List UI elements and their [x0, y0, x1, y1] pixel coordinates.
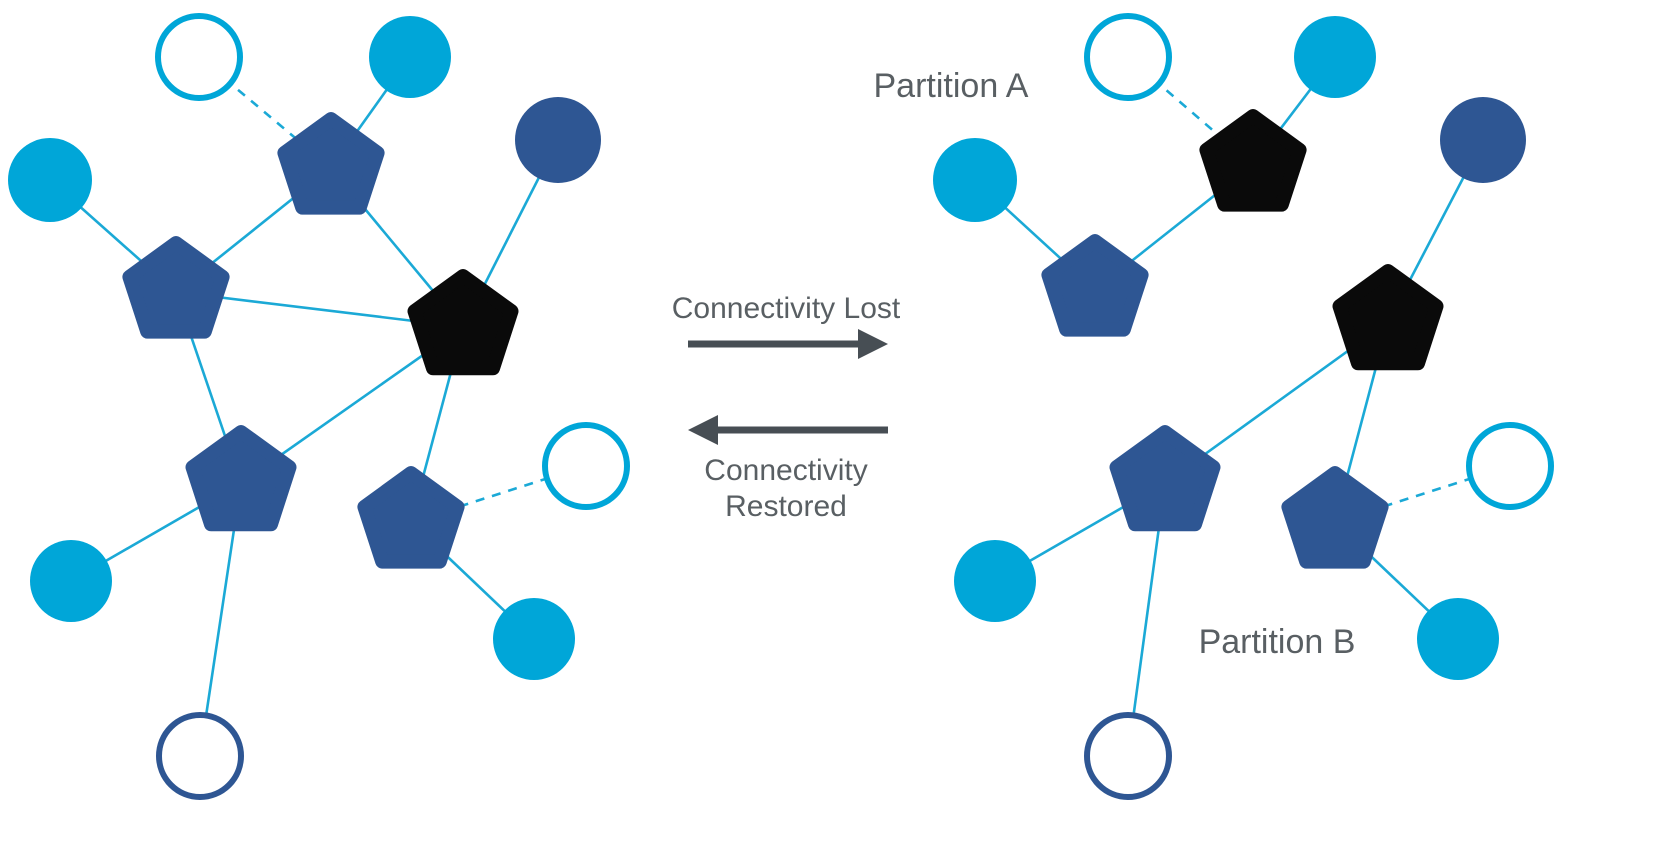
after-open-navy-circle-bottom — [1084, 712, 1172, 800]
before-pentagon-bottom-left — [185, 425, 297, 532]
after-open-cyan-circle-top — [1084, 13, 1172, 101]
before-pentagon-left — [122, 236, 230, 339]
before-cyan-circle-left — [8, 138, 92, 222]
before-cyan-circle-bottom-left — [30, 540, 112, 622]
before-open-cyan-circle-top — [155, 13, 243, 101]
after-open-cyan-circle-right — [1466, 422, 1554, 510]
connectivity-restored-arrow-head — [688, 415, 718, 445]
after-navy-circle — [1440, 97, 1526, 183]
after-cyan-circle-bottom-left — [954, 540, 1036, 622]
partition-a-label: Partition A — [874, 67, 1029, 105]
before-cyan-circle-bottom-right — [493, 598, 575, 680]
after-pentagon-bottom-right — [1281, 466, 1389, 569]
network-after-partition — [933, 13, 1554, 800]
network-before-partition — [8, 13, 630, 800]
partition-b-label: Partition B — [1199, 623, 1356, 661]
before-pentagon-bottom-right — [357, 466, 465, 569]
after-pentagon-top-black — [1199, 109, 1307, 212]
after-cyan-circle-top — [1294, 16, 1376, 98]
before-pentagon-top — [277, 112, 385, 215]
connectivity-restored-label-line1: Connectivity — [704, 454, 867, 487]
after-pentagon-bottom-left — [1109, 425, 1221, 532]
after-cyan-circle-bottom-right — [1417, 598, 1499, 680]
connectivity-lost-label: Connectivity Lost — [672, 292, 901, 325]
before-pentagon-leader-black — [407, 269, 519, 376]
before-cyan-circle-top — [369, 16, 451, 98]
before-open-navy-circle-bottom — [156, 712, 244, 800]
connectivity-restored-label-line2: Restored — [725, 490, 847, 523]
after-pentagon-leader-black — [1332, 264, 1444, 371]
before-navy-circle — [515, 97, 601, 183]
after-pentagon-left — [1041, 234, 1149, 337]
connectivity-lost-arrow — [688, 329, 888, 359]
after-cyan-circle-left — [933, 138, 1017, 222]
connectivity-lost-arrow-head — [858, 329, 888, 359]
before-open-cyan-circle-right — [542, 422, 630, 510]
connectivity-restored-arrow — [688, 415, 888, 445]
